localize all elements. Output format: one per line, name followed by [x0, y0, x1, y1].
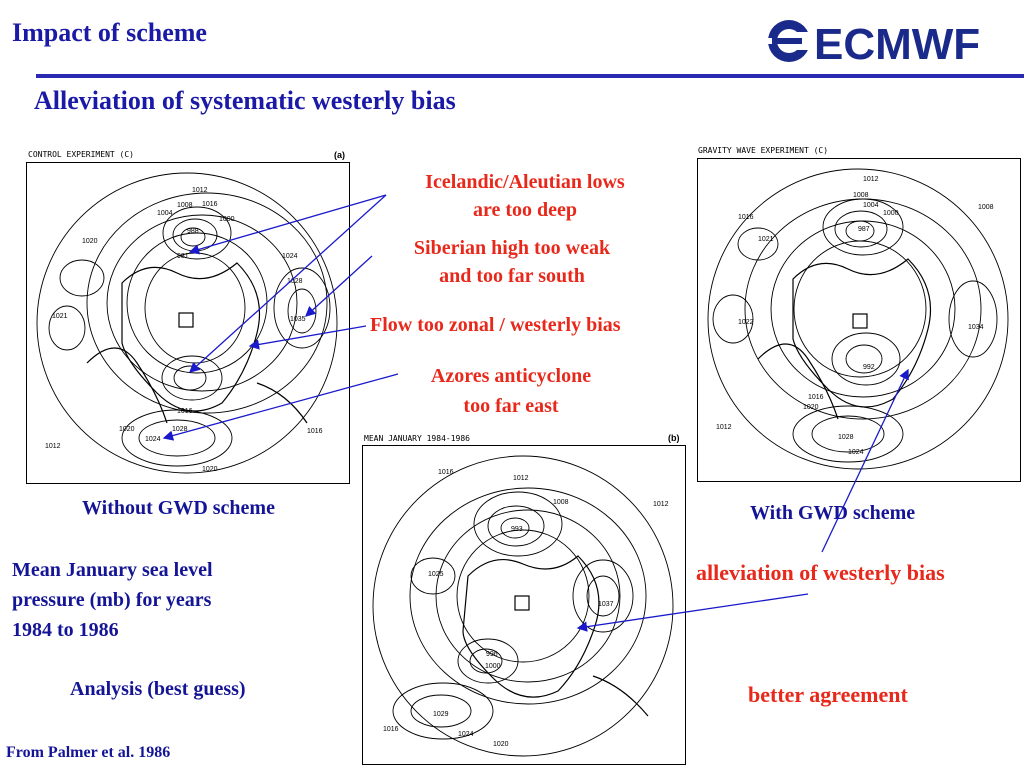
contour-label: 1000 [485, 663, 501, 670]
contour-label: 1025 [428, 571, 444, 578]
contour-label: 1028 [172, 426, 188, 433]
description-line1: Mean January sea level [12, 559, 213, 581]
contour-label: 1016 [438, 469, 454, 476]
contour-label: 1012 [513, 475, 529, 482]
azores-line2: too far east [463, 395, 559, 417]
description: Mean January sea level pressure (mb) for… [12, 555, 213, 645]
siberian-line1: Siberian high too weak [413, 237, 611, 259]
contour-label: 1024 [848, 449, 864, 456]
description-line3: 1984 to 1986 [12, 619, 119, 641]
contour-label: 988 [187, 228, 199, 235]
contour-label: 1000 [883, 210, 899, 217]
contour-label: 1012 [863, 176, 879, 183]
azores-annotation: Azores anticyclone too far east [396, 361, 626, 421]
gravity-map-header: GRAVITY WAVE EXPERIMENT (C) [698, 146, 829, 155]
contour-label: 1020 [202, 466, 218, 473]
contour-label: 1028 [838, 434, 854, 441]
analysis-map-tag: (b) [668, 433, 680, 443]
contour-label: 1035 [290, 316, 306, 323]
arrow-siberian-high [305, 255, 373, 317]
contour-label: 981 [177, 253, 189, 260]
contour-label: 1016 [808, 394, 824, 401]
title-divider [36, 74, 1024, 78]
contour-label: 996 [486, 651, 498, 658]
better-annotation: better agreement [748, 682, 908, 707]
contour-label: 1020 [82, 238, 98, 245]
gravity-map: 1012 1008 1004 1000 987 992 1021 1022 10… [697, 158, 1021, 482]
contour-label: 1021 [758, 236, 774, 243]
analysis-map-header: MEAN JANUARY 1984-1986 [364, 434, 470, 443]
contour-label: 1016 [738, 214, 754, 221]
gravity-caption: With GWD scheme [750, 502, 916, 524]
source-citation: From Palmer et al. 1986 [6, 744, 171, 761]
contour-label: 1029 [433, 711, 449, 718]
contour-label: 1016 [383, 726, 399, 733]
control-map: 1012 1016 1008 1004 1000 988 981 1020 10… [26, 162, 350, 484]
contour-label: 1004 [863, 202, 879, 209]
description-line2: pressure (mb) for years [12, 589, 212, 611]
slide-title: Impact of scheme [12, 18, 207, 47]
contour-label: 1012 [192, 187, 208, 194]
siberian-line2: and too far south [439, 265, 585, 287]
control-map-tag: (a) [334, 150, 345, 160]
contour-label: 1008 [978, 204, 994, 211]
contour-label: 987 [858, 226, 870, 233]
contour-label: 1020 [119, 426, 135, 433]
contour-label: 1012 [45, 443, 61, 450]
contour-label: 1016 [177, 408, 193, 415]
flow-annotation: Flow too zonal / westerly bias [370, 314, 621, 336]
contour-label: 1022 [738, 319, 754, 326]
contour-label: 1016 [307, 428, 323, 435]
contour-label: 1028 [287, 278, 303, 285]
contour-label: 1034 [968, 324, 984, 331]
contour-label: 1024 [458, 731, 474, 738]
alleviation-annotation: alleviation of westerly bias [696, 560, 945, 585]
control-caption: Without GWD scheme [82, 497, 275, 519]
contour-label: 1000 [219, 216, 235, 223]
contour-label: 1024 [145, 436, 161, 443]
analysis-map: 1016 1012 1008 993 1025 1037 1000 996 10… [362, 445, 686, 765]
arrow-analysis-comparison [576, 593, 809, 632]
arrow-azores [162, 373, 399, 441]
ecmwf-logo: ECMWF [762, 14, 1020, 69]
lows-line1: Icelandic/Aleutian lows [425, 171, 625, 193]
contour-label: 1024 [282, 253, 298, 260]
lows-annotation: Icelandic/Aleutian lows are too deep [380, 168, 670, 224]
contour-label: 1008 [177, 202, 193, 209]
contour-label: 1008 [553, 499, 569, 506]
contour-label: 1012 [653, 501, 669, 508]
contour-label: 1004 [157, 210, 173, 217]
contour-label: 993 [511, 526, 523, 533]
arrow-gwd-improvement [821, 368, 909, 553]
contour-label: 1021 [52, 313, 68, 320]
arrow-flow-zonal [248, 325, 367, 350]
arrow-aleutian-low [189, 194, 387, 373]
slide-subtitle: Alleviation of systematic westerly bias [34, 86, 456, 115]
contour-label: 1037 [598, 601, 614, 608]
contour-label: 1012 [716, 424, 732, 431]
contour-label: 1020 [803, 404, 819, 411]
analysis-caption: Analysis (best guess) [70, 678, 246, 700]
control-map-header: CONTROL EXPERIMENT (C) [28, 150, 134, 159]
azores-line1: Azores anticyclone [430, 365, 592, 387]
contour-label: 992 [863, 364, 875, 371]
contour-label: 1020 [493, 741, 509, 748]
siberian-annotation: Siberian high too weak and too far south [372, 234, 652, 290]
contour-label: 1008 [853, 192, 869, 199]
lows-line2: are too deep [472, 199, 578, 221]
arrow-icelandic-low [188, 194, 387, 255]
contour-label: 1016 [202, 201, 218, 208]
logo-text: ECMWF [814, 20, 980, 68]
